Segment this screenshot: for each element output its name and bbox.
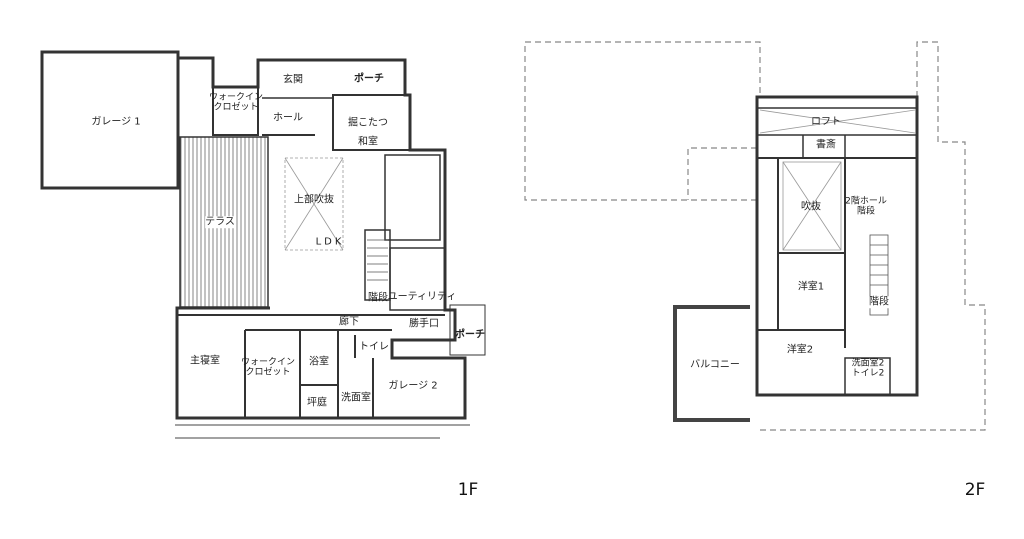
room-entrance: 玄関 <box>283 74 303 86</box>
room-courtyard: 坪庭 <box>307 397 327 409</box>
walkin-top-line2: クロゼット <box>213 103 259 113</box>
room-walkin-closet-top: ウォークインクロゼット <box>209 93 263 114</box>
void-marker-1f <box>284 157 344 251</box>
room-washroom: 洗面室 <box>341 392 371 404</box>
room-stairs-2f: 階段 <box>869 296 889 308</box>
walkin-top-line1: ウォークイン <box>208 92 264 103</box>
stair-treads-2f <box>869 234 889 316</box>
toilet2-line: トイレ2 <box>851 369 885 379</box>
floor-label-1f: 1F <box>457 480 479 500</box>
room-western1: 洋室1 <box>797 281 825 293</box>
room-loft: ロフト <box>811 116 841 128</box>
room-walkin-closet-bottom: ウォークインクロゼット <box>241 358 295 379</box>
room-porch-top: ポーチ <box>354 73 384 85</box>
hall-2f-line1: 2階ホール <box>845 196 887 207</box>
room-master-bedroom: 主寝室 <box>190 355 220 367</box>
room-stairs-1f: 階段 <box>368 292 388 304</box>
walkin-bottom-line1: ウォークイン <box>240 357 296 368</box>
room-study: 書斎 <box>816 139 836 151</box>
room-washitsu: 和室 <box>358 136 378 148</box>
floor-label-2f: 2F <box>964 480 986 500</box>
room-hall: ホール <box>273 112 303 124</box>
stair-treads-1f <box>367 239 388 281</box>
floor1-walls <box>40 50 486 420</box>
walkin-bottom-line2: クロゼット <box>245 368 291 378</box>
room-ldk: LDK <box>315 236 345 248</box>
room-garage1: ガレージ 1 <box>91 116 141 128</box>
room-terrace: テラス <box>205 216 235 228</box>
room-porch-right: ポーチ <box>455 329 485 341</box>
washroom2-line: 洗面室2 <box>851 358 885 369</box>
balcony-rail <box>673 305 750 422</box>
room-bathroom: 浴室 <box>309 356 329 368</box>
room-balcony: バルコニー <box>690 359 740 371</box>
floor2-roof-outline <box>524 41 986 431</box>
hall-2f-line2: 階段 <box>856 207 876 217</box>
room-toilet: トイレ <box>359 341 389 353</box>
footing-lines-1f <box>175 424 470 439</box>
room-hall-2f: 2階ホール階段 <box>845 197 887 218</box>
room-kotatsu: 掘こたつ <box>348 117 388 129</box>
room-void-2f: 吹抜 <box>801 201 821 213</box>
floor2-walls <box>755 95 919 397</box>
room-void-1f: 上部吹抜 <box>294 194 334 206</box>
room-western2: 洋室2 <box>786 344 814 356</box>
room-garage2: ガレージ 2 <box>388 380 438 392</box>
room-back-door: 勝手口 <box>409 318 439 330</box>
void-marker-2f <box>759 109 916 251</box>
room-corridor: 廊下 <box>339 316 359 328</box>
room-utility: ユーティリティ <box>387 291 457 303</box>
